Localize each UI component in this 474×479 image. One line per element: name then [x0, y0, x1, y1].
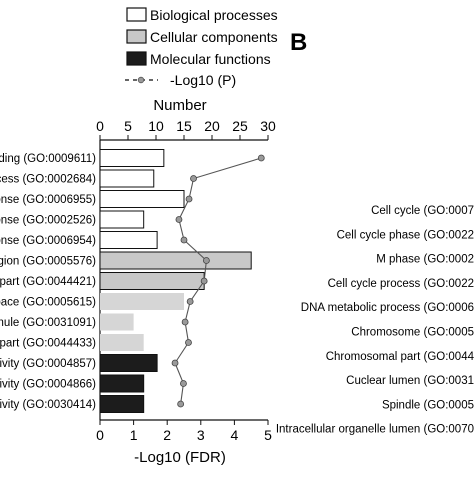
bar	[99, 395, 145, 413]
top-axis-tick-label: 25	[232, 118, 248, 134]
right-category-label: DNA metabolic process (GO:0006	[301, 302, 474, 314]
legend: Biological processes Cellular components…	[125, 7, 278, 88]
category-label: onse (GO:0006955)	[0, 194, 96, 206]
plot-area: 0 5 10 15 20 25 30 0 1 2 3 4 5 nding (GO:0009611) cess…	[0, 118, 276, 443]
bottom-axis-tick-label: 0	[96, 427, 104, 443]
category-label: cess (GO:0002684)	[0, 174, 96, 186]
right-category-label: Cell cycle process (GO:0022	[328, 278, 474, 290]
bar	[99, 251, 252, 270]
legend-label-cellular: Cellular components	[150, 29, 278, 45]
bottom-axis-tick-label: 2	[163, 427, 171, 443]
category-label: onse (GO:0002526)	[0, 215, 96, 227]
pvalue-point	[186, 298, 194, 305]
top-axis-tick-label: 5	[124, 118, 132, 134]
bar	[99, 272, 205, 290]
bar	[100, 293, 184, 310]
panel-label: B	[290, 29, 307, 56]
top-axis-tick-label: 30	[260, 118, 276, 134]
pvalue-point	[171, 359, 179, 367]
pvalue-point	[185, 339, 192, 346]
right-category-label: Spindle (GO:0005	[382, 399, 474, 411]
pvalue-point	[175, 216, 183, 223]
category-label: egion (GO:0005576)	[0, 256, 96, 268]
top-axis-tick-label: 15	[176, 118, 192, 134]
pvalue-point	[190, 175, 197, 182]
category-label: anule (GO:0031091)	[0, 317, 96, 329]
bar	[99, 190, 185, 208]
bottom-axis-tick-label: 3	[197, 427, 205, 443]
pvalue-point	[180, 236, 188, 244]
category-label: ctivity (GO:0030414)	[0, 399, 96, 411]
bar	[99, 354, 158, 372]
right-category-label: Chromosomal part (GO:0044	[326, 351, 474, 363]
legend-marker-pvalue	[137, 76, 145, 84]
bar	[99, 374, 145, 393]
bottom-axis-tick-label: 5	[264, 427, 272, 443]
bar	[100, 334, 144, 351]
category-label: nding (GO:0009611)	[0, 153, 96, 165]
bar	[99, 149, 165, 167]
pvalue-point	[257, 154, 265, 162]
legend-swatch-cellular	[126, 29, 147, 44]
right-category-label: Chromosome (GO:0005	[351, 327, 474, 339]
category-label: part (GO:0044433)	[0, 338, 96, 350]
pvalue-point	[202, 257, 210, 264]
right-category-label: Cuclear lumen (GO:0031	[346, 375, 474, 387]
category-label: ctivity (GO:0004866)	[0, 379, 96, 391]
bar	[99, 210, 145, 229]
right-category-label: M phase (GO:0002	[376, 254, 474, 266]
category-label: onse (GO:0006954)	[0, 235, 96, 247]
legend-swatch-biological	[126, 7, 147, 22]
bottom-axis-tick-label: 1	[130, 427, 138, 443]
pvalue-point	[177, 400, 185, 408]
bar	[99, 169, 155, 188]
bottom-axis-label: -Log10 (FDR)	[134, 449, 226, 466]
category-label: part (GO:0044421)	[0, 276, 96, 288]
pvalue-point	[200, 277, 208, 285]
legend-label-pvalue: -Log10 (P)	[170, 72, 236, 88]
bar	[99, 231, 158, 249]
pvalue-point	[181, 318, 189, 326]
legend-label-biological: Biological processes	[150, 7, 278, 23]
category-label: ctivity (GO:0004857)	[0, 358, 96, 370]
top-axis-label: Number	[153, 97, 206, 114]
legend-label-molecular: Molecular functions	[150, 51, 271, 67]
top-axis-tick-label: 20	[204, 118, 220, 134]
bar	[100, 313, 134, 331]
pvalue-point	[180, 380, 187, 387]
bottom-axis-tick-label: 4	[231, 427, 239, 443]
top-axis-tick-label: 10	[148, 118, 164, 134]
legend-swatch-molecular	[126, 51, 147, 66]
pvalue-point	[185, 195, 193, 203]
category-label: pace (GO:0005615)	[0, 297, 96, 309]
top-axis-tick-label: 0	[96, 118, 104, 134]
right-category-label: Cell cycle phase (GO:0022	[337, 229, 474, 241]
right-category-label: Intracellular organelle lumen (GO:0070	[276, 424, 474, 436]
right-category-label: Cell cycle (GO:0007	[371, 205, 474, 217]
